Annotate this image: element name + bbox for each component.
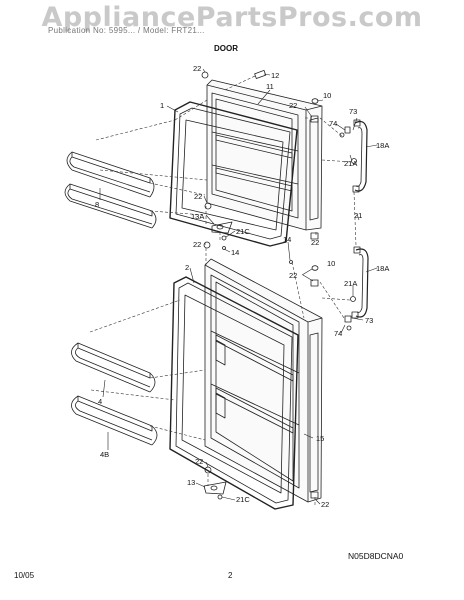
- section-title: DOOR: [214, 44, 238, 53]
- callout-13: 13: [187, 478, 195, 487]
- footer-date: 10/05: [14, 571, 35, 580]
- callout-2: 2: [185, 263, 189, 272]
- callout-15: 15: [316, 434, 324, 443]
- callout-10: 10: [323, 91, 331, 100]
- callout-22: 22: [195, 457, 203, 466]
- callout-21a: 21A: [344, 159, 357, 168]
- callout-22: 22: [194, 192, 202, 201]
- callout-18a: 18A: [376, 141, 389, 150]
- callout-1: 1: [160, 101, 164, 110]
- freezer-door-shelf-rail: [66, 151, 155, 198]
- watermark: AppliancePartsPros.com: [41, 2, 423, 33]
- callout-22: 22: [321, 500, 329, 509]
- freezer-door-shelf-bar: [64, 183, 157, 229]
- callout-12: 12: [271, 71, 279, 80]
- callout-11: 11: [266, 82, 274, 91]
- callout-22: 22: [289, 271, 297, 280]
- callout-22: 22: [193, 64, 201, 73]
- callout-73: 73: [349, 107, 357, 116]
- callout-10: 10: [327, 259, 335, 268]
- leader-lines: [99, 68, 378, 505]
- diagram-code: N05D8DCNA0: [348, 551, 404, 561]
- freezer-door-gasket: [169, 101, 298, 247]
- callout-4b: 4B: [100, 450, 109, 459]
- callout-4: 4: [98, 397, 102, 406]
- freezer-handle: [352, 119, 368, 193]
- callout-22: 22: [289, 101, 297, 110]
- callout-14: 14: [283, 235, 291, 244]
- callout-21c: 21C: [236, 227, 250, 236]
- callout-22: 22: [311, 238, 319, 247]
- publication-header: Publication No: 5995... / Model: FRT21..…: [48, 26, 205, 35]
- fresh-food-handle: [351, 246, 369, 319]
- alignment-lines: [89, 75, 357, 505]
- callout-74: 74: [329, 119, 337, 128]
- footer-page-number: 2: [228, 571, 233, 580]
- fresh-food-door-shelf-bar: [71, 342, 156, 393]
- callout-21: 21: [354, 211, 362, 220]
- callout-18a: 18A: [376, 264, 389, 273]
- fresh-food-door-shelf-bar-4b: [71, 395, 158, 446]
- callout-74: 74: [334, 329, 342, 338]
- freezer-door-panel: [206, 79, 323, 231]
- callout-14: 14: [231, 248, 239, 257]
- callout-22: 22: [193, 240, 201, 249]
- callout-21c: 21C: [236, 495, 250, 504]
- callouts: 22 12 11 10 22 73 74 18A 21A 1 8 22 13A …: [95, 64, 389, 509]
- callout-21a: 21A: [344, 279, 357, 288]
- fresh-food-door-gasket: [169, 276, 299, 510]
- callout-13a: 13A: [191, 212, 204, 221]
- callout-73: 73: [365, 316, 373, 325]
- callout-8: 8: [95, 200, 99, 209]
